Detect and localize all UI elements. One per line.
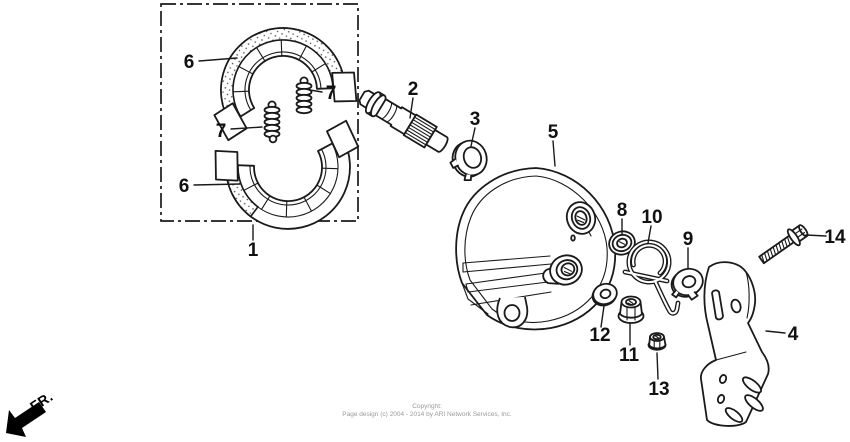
return-spring <box>622 239 681 316</box>
panel-flange-fold <box>461 282 489 315</box>
bolt-threads <box>761 236 791 264</box>
fr-arrow-icon <box>6 402 46 437</box>
panel-speck <box>570 234 576 242</box>
shoe-spring-right <box>295 76 313 115</box>
part-label-8[interactable]: 8 <box>617 200 628 221</box>
part-labels: 1 2 3 4 5 6 6 7 7 8 9 10 11 12 13 14 <box>179 52 846 400</box>
washer-notch <box>687 290 699 301</box>
brake-shoe-lower <box>214 119 360 230</box>
part-label-13[interactable]: 13 <box>648 379 669 400</box>
part-label-6-lower[interactable]: 6 <box>179 176 190 197</box>
arm-bolt <box>758 224 809 265</box>
panel-pivot-boss <box>565 201 597 235</box>
shoe-web-spokes <box>243 167 339 218</box>
shoe-end-block <box>214 149 239 182</box>
brake-panel <box>455 167 616 331</box>
shoe-web-spokes <box>232 39 326 93</box>
panel-outline <box>455 167 616 331</box>
cam-seal-ring <box>449 139 488 182</box>
brake-arm <box>700 261 770 427</box>
tab-hole <box>503 304 521 322</box>
arm-slot-hole <box>741 376 763 394</box>
ring-notch <box>449 158 460 169</box>
shoe-mid-line <box>237 143 339 218</box>
arm-slot-hole <box>724 407 744 423</box>
brake-shoe-kit-box <box>160 3 359 222</box>
bolt-flange <box>786 228 801 247</box>
part-label-11[interactable]: 11 <box>619 345 640 366</box>
arm-small-hole <box>716 394 726 404</box>
brake-shoe-upper <box>213 27 358 142</box>
panel-rim-line <box>464 175 608 324</box>
arm-pinch-hole <box>730 298 742 314</box>
dust-seal <box>608 230 636 256</box>
part-label-4[interactable]: 4 <box>788 324 799 345</box>
shoe-end-block <box>331 71 358 103</box>
part-label-2[interactable]: 2 <box>408 79 419 100</box>
part-label-6-upper[interactable]: 6 <box>184 52 195 73</box>
arm-slot-hole <box>744 394 764 412</box>
cam-washer <box>670 267 704 301</box>
flange-nut <box>617 295 645 324</box>
panel-speck <box>588 231 592 237</box>
brake-cam-shaft <box>358 89 449 153</box>
plain-washer <box>591 282 618 307</box>
shaft-tip <box>425 129 449 153</box>
fr-indicator: FR. <box>6 388 56 437</box>
panel-ribs <box>462 255 554 306</box>
washer-notch <box>671 289 680 299</box>
panel-cam-boss <box>542 254 583 286</box>
watermark-line1: Copyright: <box>412 403 442 410</box>
part-label-12[interactable]: 12 <box>589 325 610 346</box>
shoe-end-block <box>326 119 360 159</box>
part-label-7-left[interactable]: 7 <box>216 121 227 142</box>
spring-hook <box>268 134 278 144</box>
part-label-7-right[interactable]: 7 <box>326 83 337 104</box>
cable-nut <box>647 332 667 351</box>
shoe-spring-left <box>263 100 281 144</box>
leader-lines <box>193 57 827 380</box>
part-label-1[interactable]: 1 <box>248 240 259 261</box>
watermark-line2: Page design (c) 2004 - 2014 by ARI Netwo… <box>342 411 512 418</box>
arm-small-hole <box>718 374 728 384</box>
part-label-5[interactable]: 5 <box>548 122 559 143</box>
ring-notch <box>463 174 473 182</box>
part-label-14[interactable]: 14 <box>824 227 846 248</box>
part-label-10[interactable]: 10 <box>641 207 662 228</box>
watermark: Copyright: Page design (c) 2004 - 2014 b… <box>342 403 512 418</box>
part-label-3[interactable]: 3 <box>470 109 481 130</box>
spline-lines <box>405 117 435 145</box>
part-label-9[interactable]: 9 <box>683 229 694 250</box>
arm-slot <box>711 289 724 321</box>
